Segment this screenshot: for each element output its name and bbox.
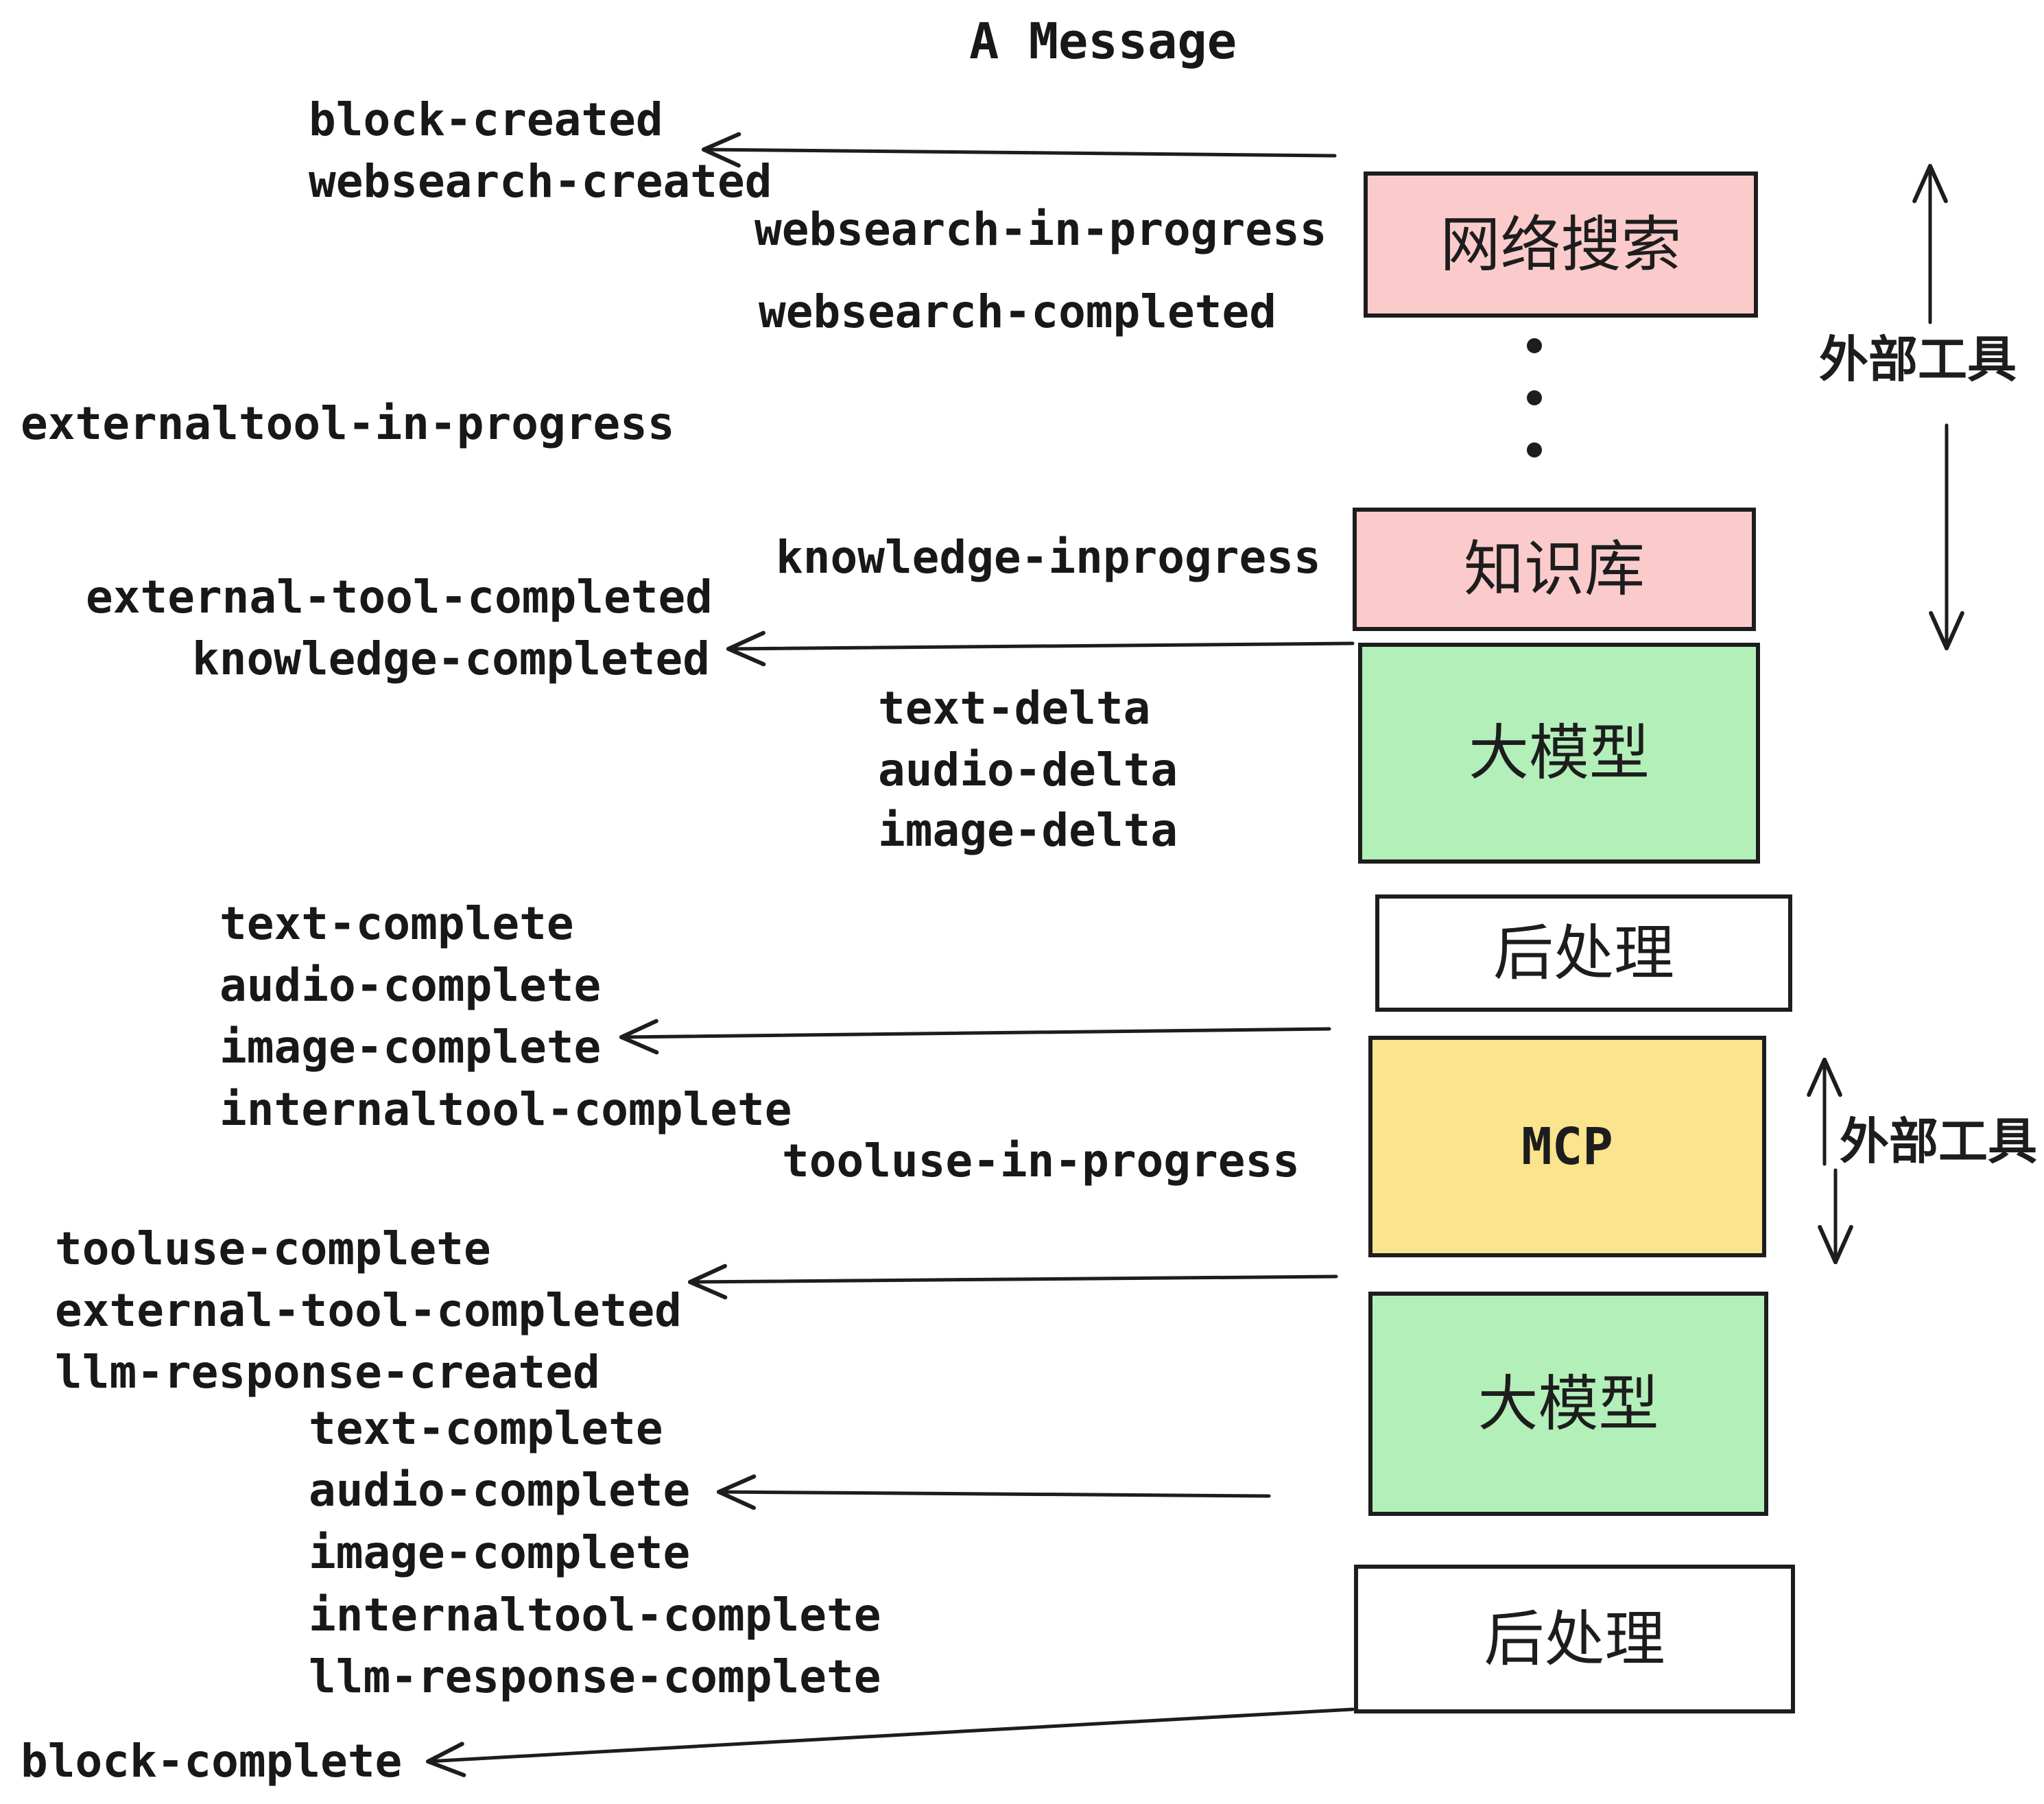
arrow-to-audio-complete-head	[717, 1474, 757, 1494]
box-label: 大模型	[1477, 1368, 1659, 1439]
arrow-up-external-tools-top-head	[1928, 164, 1948, 204]
event-label-tooluse-in-progress: tooluse-in-progress	[782, 1135, 1300, 1187]
arrow-to-image-complete	[619, 1027, 1331, 1039]
arrow-to-image-complete-head	[619, 1019, 658, 1039]
box-label: MCP	[1521, 1117, 1613, 1176]
arrow-to-block-created-head	[702, 132, 741, 152]
arrow-to-audio-complete-head	[717, 1490, 756, 1510]
box-websearch: 网络搜索	[1364, 171, 1758, 318]
box-label: 知识库	[1463, 534, 1645, 604]
arrow-up-external-tools-mcp-head	[1822, 1058, 1842, 1097]
arrow-to-block-complete-head	[426, 1759, 466, 1777]
event-label-knowledge-inprogress: knowledge-inprogress	[776, 531, 1321, 584]
box-knowledge: 知识库	[1353, 508, 1756, 631]
side-label-external-tools-top: 外部工具	[1819, 331, 2017, 388]
arrow-down-external-tools-mcp-head	[1818, 1224, 1838, 1264]
arrow-to-image-complete-head	[619, 1035, 659, 1055]
arrow-to-external-tool-completed	[688, 1274, 1338, 1284]
event-label-websearch-created: websearch-created	[309, 155, 772, 208]
event-label-external-tool-completed-1: external-tool-completed	[86, 571, 713, 624]
arrow-down-external-tools-top-head	[1929, 610, 1949, 650]
ellipsis-dot	[1527, 338, 1542, 353]
ellipsis-dot	[1527, 442, 1542, 458]
arrow-to-audio-complete	[717, 1490, 1271, 1498]
event-label-tooluse-complete: tooluse-complete	[55, 1222, 491, 1275]
box-llm-1: 大模型	[1358, 643, 1760, 864]
arrow-to-external-tool-completed-head	[688, 1263, 727, 1284]
event-label-external-tool-completed-2: external-tool-completed	[55, 1284, 682, 1337]
event-label-text-delta-1: text-delta	[878, 682, 1151, 735]
event-label-audio-delta-1: audio-delta	[878, 744, 1178, 796]
arrow-to-knowledge-completed-head	[726, 630, 765, 651]
event-label-internaltool-complete-1: internaltool-complete	[219, 1083, 792, 1136]
arrow-to-external-tool-completed-head	[688, 1280, 728, 1300]
box-postprocess-2: 后处理	[1354, 1565, 1795, 1713]
arrow-to-block-created	[702, 147, 1337, 158]
event-label-llm-response-created: llm-response-created	[55, 1346, 600, 1399]
box-postprocess-1: 后处理	[1375, 894, 1792, 1012]
box-llm-2: 大模型	[1368, 1292, 1768, 1516]
event-label-block-created: block-created	[309, 93, 663, 146]
event-label-websearch-completed: websearch-completed	[759, 285, 1276, 338]
event-label-audio-complete-2: audio-complete	[309, 1464, 691, 1517]
arrow-to-block-complete	[426, 1707, 1355, 1764]
arrow-to-knowledge-completed	[726, 641, 1355, 651]
event-label-audio-complete-1: audio-complete	[219, 959, 602, 1012]
arrow-to-block-complete-head	[426, 1742, 464, 1764]
event-label-text-complete-1: text-complete	[219, 897, 574, 950]
diagram-title: A Message	[969, 12, 1237, 70]
event-label-text-complete-2: text-complete	[309, 1402, 663, 1455]
ellipsis-dot	[1527, 390, 1542, 405]
box-mcp: MCP	[1368, 1036, 1766, 1257]
arrow-to-knowledge-completed-head	[726, 647, 766, 667]
event-label-internaltool-complete-2: internaltool-complete	[309, 1589, 881, 1641]
event-label-block-complete: block-complete	[21, 1735, 403, 1788]
event-label-image-complete-2: image-complete	[309, 1526, 691, 1579]
box-label: 后处理	[1484, 1603, 1665, 1674]
event-label-image-delta-1: image-delta	[878, 804, 1178, 857]
arrow-up-external-tools-top-head	[1912, 164, 1932, 204]
box-label: 网络搜索	[1440, 209, 1682, 280]
event-label-websearch-in-progress: websearch-in-progress	[754, 203, 1327, 256]
event-label-llm-response-complete: llm-response-complete	[309, 1650, 881, 1703]
event-label-externaltool-in-progress: externaltool-in-progress	[21, 397, 675, 450]
box-label: 后处理	[1493, 917, 1674, 988]
side-label-external-tools-mcp: 外部工具	[1840, 1113, 2038, 1170]
box-label: 大模型	[1468, 717, 1650, 788]
arrow-down-external-tools-mcp-head	[1833, 1224, 1853, 1264]
event-label-image-complete-1: image-complete	[219, 1021, 602, 1073]
arrow-up-external-tools-mcp-head	[1807, 1058, 1827, 1097]
event-label-knowledge-completed: knowledge-completed	[192, 632, 710, 685]
arrow-down-external-tools-top-head	[1945, 610, 1964, 650]
